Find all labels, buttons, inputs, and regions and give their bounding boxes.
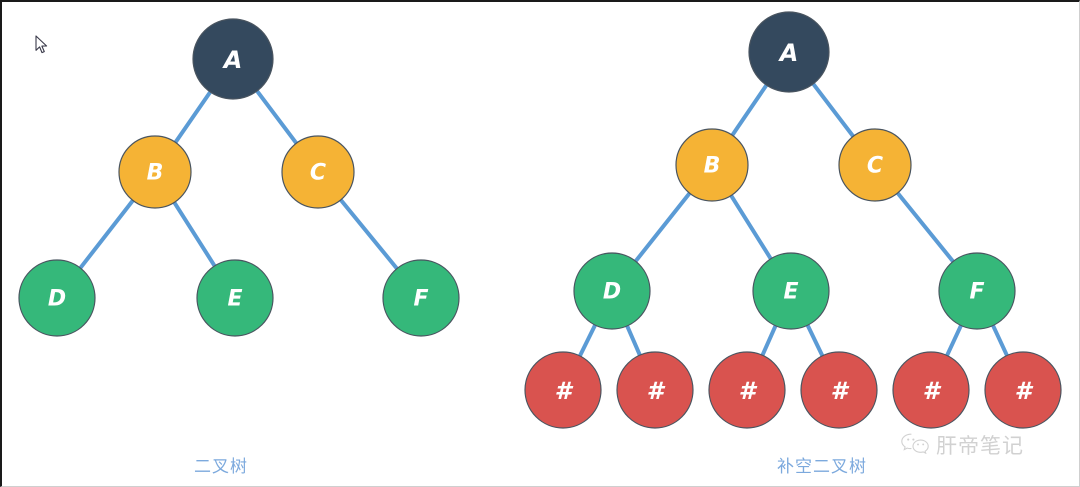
tree-node[interactable]: D bbox=[18, 259, 96, 337]
tree-node-circle[interactable] bbox=[800, 351, 878, 429]
tree-node[interactable]: F bbox=[382, 259, 460, 337]
tree-node-label: D bbox=[603, 280, 621, 305]
tree-edge bbox=[990, 322, 1010, 359]
tree-node-circle[interactable] bbox=[382, 259, 460, 337]
tree-node[interactable]: # bbox=[616, 351, 694, 429]
tree-node[interactable]: B bbox=[118, 135, 192, 209]
tree-node[interactable]: D bbox=[573, 252, 651, 330]
tree-node-label: B bbox=[704, 154, 721, 179]
tree-node[interactable]: C bbox=[838, 128, 912, 202]
tree-node-circle[interactable] bbox=[573, 252, 651, 330]
tree-node-label: # bbox=[555, 377, 574, 405]
tree-node[interactable]: E bbox=[752, 252, 830, 330]
tree-edge bbox=[728, 192, 774, 262]
tree-node[interactable]: # bbox=[800, 351, 878, 429]
tree-node-circle[interactable] bbox=[938, 252, 1016, 330]
tree-node-circle[interactable] bbox=[18, 259, 96, 337]
tree-node-label: E bbox=[227, 287, 242, 312]
tree-node-circle[interactable] bbox=[752, 252, 830, 330]
tree-edge bbox=[171, 199, 218, 269]
tree-node-circle[interactable] bbox=[524, 351, 602, 429]
tree-node-label: F bbox=[969, 280, 984, 305]
tree-edges-group bbox=[77, 81, 1010, 359]
tree-node-label: C bbox=[867, 154, 883, 179]
tree-node-label: # bbox=[647, 377, 666, 405]
tree-node[interactable]: C bbox=[281, 135, 355, 209]
tree-node-label: # bbox=[831, 377, 850, 405]
caption-binary-tree: 二叉树 bbox=[194, 457, 248, 477]
tree-node-circle[interactable] bbox=[675, 128, 749, 202]
caption-padded-binary-tree: 补空二叉树 bbox=[777, 457, 867, 477]
tree-node-label: # bbox=[739, 377, 758, 405]
tree-edge bbox=[254, 88, 299, 147]
tree-node-circle[interactable] bbox=[748, 11, 830, 93]
tree-node-circle[interactable] bbox=[838, 128, 912, 202]
tree-node-circle[interactable] bbox=[196, 259, 274, 337]
tree-node-circle[interactable] bbox=[118, 135, 192, 209]
tree-node[interactable]: # bbox=[892, 351, 970, 429]
tree-edge bbox=[895, 190, 956, 265]
tree-edge bbox=[760, 322, 778, 359]
tree-node-circle[interactable] bbox=[192, 18, 274, 100]
tree-node-label: D bbox=[48, 287, 66, 312]
tree-node-label: A bbox=[778, 39, 799, 67]
tree-node-label: C bbox=[310, 161, 326, 186]
tree-node[interactable]: A bbox=[748, 11, 830, 93]
tree-edge bbox=[624, 322, 643, 359]
tree-node[interactable]: A bbox=[192, 18, 274, 100]
tree-node[interactable]: F bbox=[938, 252, 1016, 330]
tree-edge bbox=[172, 89, 213, 146]
tree-node[interactable]: # bbox=[524, 351, 602, 429]
tree-edge bbox=[810, 81, 856, 140]
tree-node-circle[interactable] bbox=[892, 351, 970, 429]
tree-node-label: E bbox=[783, 280, 798, 305]
tree-node-label: B bbox=[147, 161, 164, 186]
tree-node[interactable]: # bbox=[984, 351, 1062, 429]
tree-node-circle[interactable] bbox=[708, 351, 786, 429]
tree-node-circle[interactable] bbox=[281, 135, 355, 209]
tree-node[interactable]: B bbox=[675, 128, 749, 202]
tree-edge bbox=[577, 322, 598, 359]
tree-edge bbox=[729, 82, 770, 139]
tree-node-circle[interactable] bbox=[616, 351, 694, 429]
tree-node[interactable]: E bbox=[196, 259, 274, 337]
tree-edge bbox=[805, 322, 825, 359]
tree-node-label: F bbox=[413, 287, 428, 312]
tree-nodes-group: A B C D E F A B C D E F # # # # # # bbox=[18, 11, 1062, 429]
tree-edge bbox=[944, 322, 964, 359]
tree-node-label: A bbox=[222, 46, 243, 74]
tree-edge bbox=[633, 190, 693, 265]
tree-node-label: # bbox=[1015, 377, 1034, 405]
tree-node-circle[interactable] bbox=[984, 351, 1062, 429]
tree-edge bbox=[77, 197, 136, 271]
tree-node[interactable]: # bbox=[708, 351, 786, 429]
tree-edge bbox=[338, 197, 400, 272]
tree-node-label: # bbox=[923, 377, 942, 405]
